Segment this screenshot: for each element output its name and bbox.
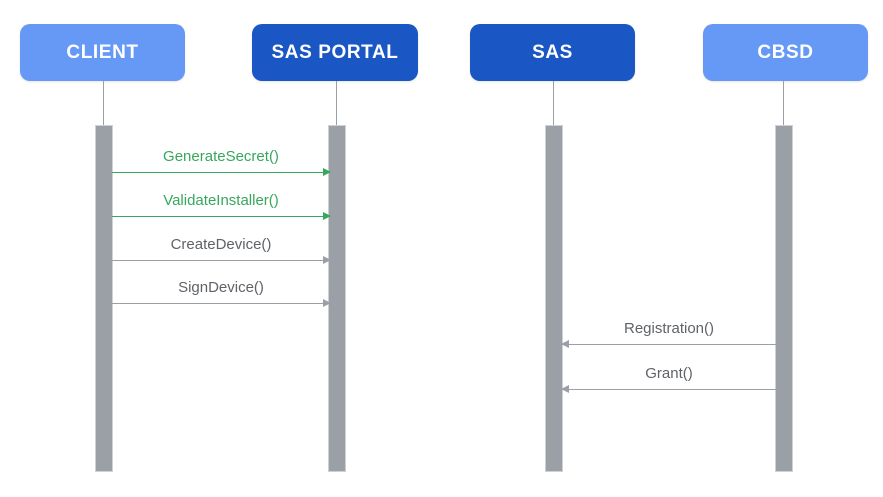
activation-bar-sas-portal (328, 125, 346, 472)
message-label-validate-installer: ValidateInstaller() (163, 192, 279, 209)
message-label-grant: Grant() (645, 365, 693, 382)
arrowhead-left-icon (561, 340, 569, 348)
participant-label-client: CLIENT (66, 41, 139, 63)
participant-label-sas-portal: SAS PORTAL (271, 41, 399, 63)
lifeline-cbsd (783, 81, 784, 125)
message-line-sign-device (112, 303, 330, 304)
activation-bar-client (95, 125, 113, 472)
arrowhead-right-icon (323, 299, 331, 307)
message-line-generate-secret (112, 172, 330, 173)
participant-label-sas: SAS (532, 41, 573, 63)
participant-box-cbsd[interactable]: CBSD (703, 24, 868, 81)
message-line-create-device (112, 260, 330, 261)
participant-box-client[interactable]: CLIENT (20, 24, 185, 81)
message-label-sign-device: SignDevice() (178, 279, 264, 296)
message-label-registration: Registration() (623, 320, 715, 337)
message-label-create-device: CreateDevice() (170, 236, 272, 253)
message-line-registration (562, 344, 776, 345)
activation-bar-sas (545, 125, 563, 472)
message-label-generate-secret: GenerateSecret() (163, 148, 279, 165)
lifeline-sas (553, 81, 554, 125)
lifeline-client (103, 81, 104, 125)
arrowhead-right-icon (323, 256, 331, 264)
message-line-grant (562, 389, 776, 390)
participant-box-sas-portal[interactable]: SAS PORTAL (252, 24, 418, 81)
activation-bar-cbsd (775, 125, 793, 472)
message-line-validate-installer (112, 216, 330, 217)
arrowhead-right-icon (323, 212, 331, 220)
arrowhead-left-icon (561, 385, 569, 393)
arrowhead-right-icon (323, 168, 331, 176)
lifeline-sas-portal (336, 81, 337, 125)
participant-label-cbsd: CBSD (757, 41, 814, 63)
participant-box-sas[interactable]: SAS (470, 24, 635, 81)
